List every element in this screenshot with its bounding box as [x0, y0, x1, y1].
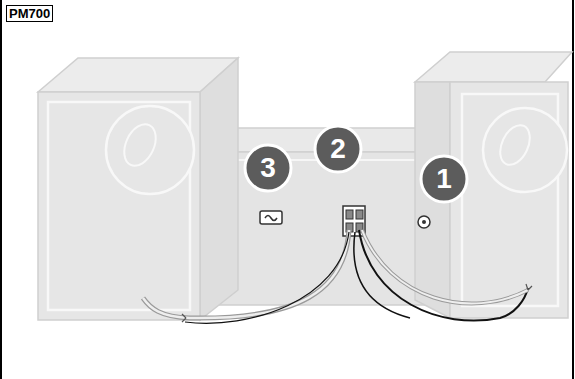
callout-number: 2: [330, 135, 346, 163]
power-socket: [260, 211, 282, 224]
antenna-jack: [418, 216, 430, 228]
speaker-wire: [143, 230, 532, 323]
left-speaker: [38, 58, 238, 320]
right-speaker: [415, 52, 572, 318]
callout-number: 3: [260, 154, 276, 182]
model-tag: PM700: [6, 5, 53, 22]
callout-number: 1: [436, 165, 452, 193]
callout-circle: [245, 126, 467, 202]
page-rule: [572, 0, 574, 379]
page-rule: [0, 0, 2, 379]
